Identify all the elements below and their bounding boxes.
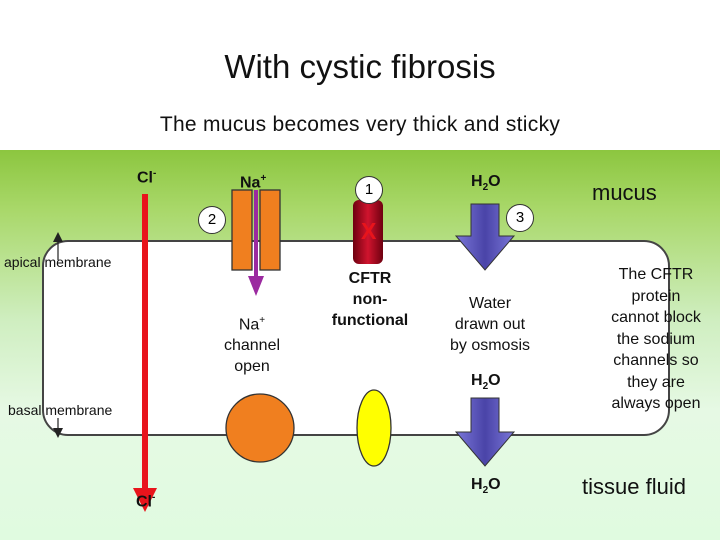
page-title: With cystic fibrosis bbox=[224, 48, 496, 85]
na-top-label: Na+ bbox=[240, 173, 267, 192]
basal-pointer-head bbox=[53, 428, 63, 438]
orange-protein bbox=[225, 393, 295, 463]
step-1-circle: 1 bbox=[355, 176, 383, 204]
cl-arrow-head bbox=[133, 488, 157, 512]
step-2-circle: 2 bbox=[198, 206, 226, 234]
na-arrow-head bbox=[248, 276, 264, 296]
yellow-protein bbox=[356, 389, 392, 467]
cftr-nonfunctional-label: CFTR non- functional bbox=[331, 270, 409, 329]
apical-membrane-label: apical membrane bbox=[4, 254, 112, 270]
h2o-arrow-bottom bbox=[454, 397, 516, 467]
na-channel-left bbox=[231, 189, 253, 271]
h2o-top-label: H2O bbox=[471, 173, 501, 194]
na-arrow-shaft bbox=[254, 190, 258, 276]
cl-bottom-label: Cl- bbox=[136, 492, 156, 511]
tissue-fluid-label: tissue fluid bbox=[582, 474, 686, 499]
step-3-circle: 3 bbox=[506, 204, 534, 232]
cl-top-label: Cl- bbox=[137, 168, 157, 187]
h2o-mid-label: H2O bbox=[471, 372, 501, 393]
cftr-x-mark: X bbox=[361, 218, 377, 244]
mucus-label: mucus bbox=[592, 180, 657, 205]
basal-membrane-label: basal membrane bbox=[8, 402, 113, 418]
na-channel-right bbox=[259, 189, 281, 271]
page-subtitle: The mucus becomes very thick and sticky bbox=[159, 113, 561, 136]
h2o-arrow-top bbox=[454, 203, 516, 271]
cftr-explanation-text: The CFTR protein cannot block the sodium… bbox=[611, 266, 701, 412]
cl-arrow-shaft bbox=[142, 194, 148, 490]
cftr-channel-bottom bbox=[353, 232, 383, 264]
apical-pointer-head bbox=[53, 232, 63, 242]
na-channel-open-label: Na+ channel open bbox=[223, 315, 281, 376]
water-osmosis-label: Water drawn out by osmosis bbox=[449, 295, 531, 354]
h2o-bottom-label: H2O bbox=[471, 476, 501, 497]
